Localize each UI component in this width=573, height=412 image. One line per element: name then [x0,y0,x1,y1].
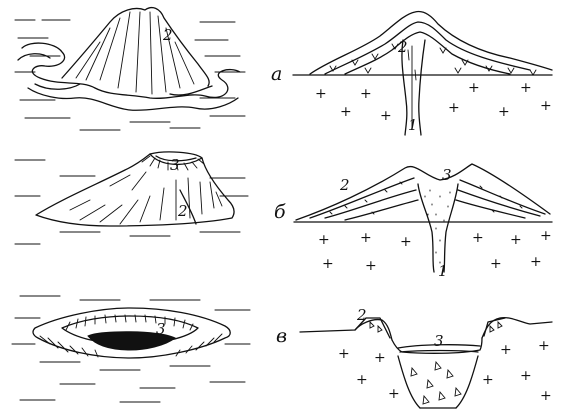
svg-text:+: + [318,232,330,248]
label-1-section-a: 1 [408,116,418,134]
svg-text:+: + [380,108,392,124]
svg-text:+: + [338,346,350,362]
label-2-section-c: 2 [356,306,367,324]
svg-text:+: + [540,98,552,114]
row-b-sketch: 3 2 [15,152,248,244]
v-symbols [330,44,536,75]
conduit-b [418,184,458,272]
label-2-cone: 2 [177,202,188,220]
row-b-cross-section: + + + + + + + + + + 2 3 1 [294,164,552,280]
label-3-cone: 3 [170,156,180,174]
dome-outer-layer [310,12,552,75]
label-2-section-a: 2 [397,38,408,56]
ejecta-rims [355,318,505,338]
label-3-section-b: 3 [442,166,452,184]
svg-text:+: + [468,80,480,96]
svg-text:+: + [530,254,542,270]
row-letter-b: б [274,201,286,223]
svg-text:+: + [482,372,494,388]
water-lines-a [15,20,245,130]
basement-plus-c: + + + + + + + + + [338,338,552,404]
svg-text:+: + [360,230,372,246]
svg-text:+: + [374,350,386,366]
svg-text:+: + [500,342,512,358]
svg-text:+: + [356,372,368,388]
svg-text:+: + [520,368,532,384]
svg-text:+: + [388,386,400,402]
basement-plus-b: + + + + + + + + + + [318,228,552,274]
label-3-maar: 3 [156,320,166,338]
svg-text:+: + [540,228,552,244]
svg-text:+: + [400,234,412,250]
stratocone-layers [296,164,550,220]
row-a-cross-section: + + + + + + + + + 2 1 [293,12,552,136]
svg-text:+: + [490,256,502,272]
row-c-sketch: 3 [12,296,250,402]
svg-text:+: + [322,256,334,272]
label-2-section-b: 2 [339,176,350,194]
row-c-cross-section: + + + + + + + + + 2 3 [300,306,552,408]
svg-text:+: + [365,258,377,274]
svg-text:+: + [448,100,460,116]
svg-text:+: + [360,86,372,102]
label-2-dome: 2 [162,26,173,44]
svg-text:+: + [538,338,550,354]
svg-text:+: + [510,232,522,248]
svg-text:+: + [472,230,484,246]
svg-text:+: + [340,104,352,120]
ground-line-c [300,318,552,340]
basement-plus-a: + + + + + + + + + [315,80,552,124]
row-letter-a: а [271,63,282,85]
svg-text:+: + [498,104,510,120]
label-1-section-b: 1 [438,262,448,280]
row-a-sketch: 2 [15,8,245,130]
svg-text:+: + [540,388,552,404]
cone-body [36,152,234,226]
svg-text:+: + [315,86,327,102]
svg-text:+: + [520,80,532,96]
row-letter-c: в [276,325,287,347]
lava-dome-body [62,8,209,94]
label-3-section-c: 3 [434,332,444,350]
